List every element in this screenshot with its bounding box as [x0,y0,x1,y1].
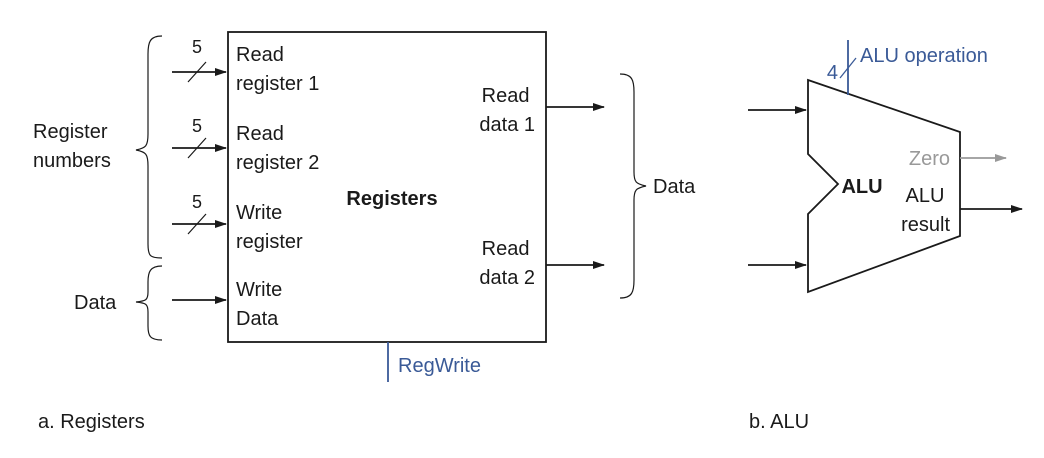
write-register-label: Write register [236,202,303,253]
read-register-2-label: Read register 2 [236,123,319,174]
alu-diagram: ALU 4 ALU operation Zero ALU result b. A… [748,40,1023,433]
read-data-2-label: Read data 2 [479,238,535,289]
read-register-2-input: 5 Read register 2 [172,116,319,174]
registers-diagram: Registers 5 Read register 1 5 Read regis… [33,31,696,433]
bus-width-label-3: 5 [192,192,202,212]
write-data-label: Write Data [236,279,288,330]
register-file-block [227,31,547,343]
input-data-brace: Data [74,265,163,341]
registers-caption: a. Registers [38,411,145,433]
read-register-1-label: Read register 1 [236,44,319,95]
write-data-input: Write Data [172,279,288,330]
bus-width-label-2: 5 [192,116,202,136]
register-numbers-brace: Register numbers [33,35,163,259]
bus-width-slash-3 [187,213,207,235]
read-data-2-output: Read data 2 [479,238,605,289]
alu-operation-label: ALU operation [860,45,988,67]
alu-result-label: ALU result [901,185,950,236]
alu-op-width-label: 4 [827,62,838,84]
alu-caption: b. ALU [749,411,809,433]
read-data-1-output: Read data 1 [479,85,605,136]
output-data-label: Data [653,176,696,198]
alu-zero-label: Zero [909,148,950,170]
read-data-1-label: Read data 1 [479,85,535,136]
regwrite-control: RegWrite [387,342,481,382]
register-file-label: Registers [346,188,437,210]
input-data-label: Data [74,292,117,314]
read-register-1-input: 5 Read register 1 [172,37,319,95]
alu-result-output: ALU result [901,185,1023,236]
output-data-brace: Data [619,73,696,299]
bus-width-label-1: 5 [192,37,202,57]
bus-width-slash-2 [187,137,207,159]
alu-op-width-slash [839,57,857,79]
write-register-input: 5 Write register [172,192,303,253]
alu-label: ALU [841,176,882,198]
register-numbers-label: Register numbers [33,121,113,172]
alu-zero-output: Zero [909,148,1007,170]
alu-operation-control: 4 ALU operation [827,40,988,95]
alu-block [807,78,961,294]
bus-width-slash-1 [187,61,207,83]
regwrite-label: RegWrite [398,355,481,377]
